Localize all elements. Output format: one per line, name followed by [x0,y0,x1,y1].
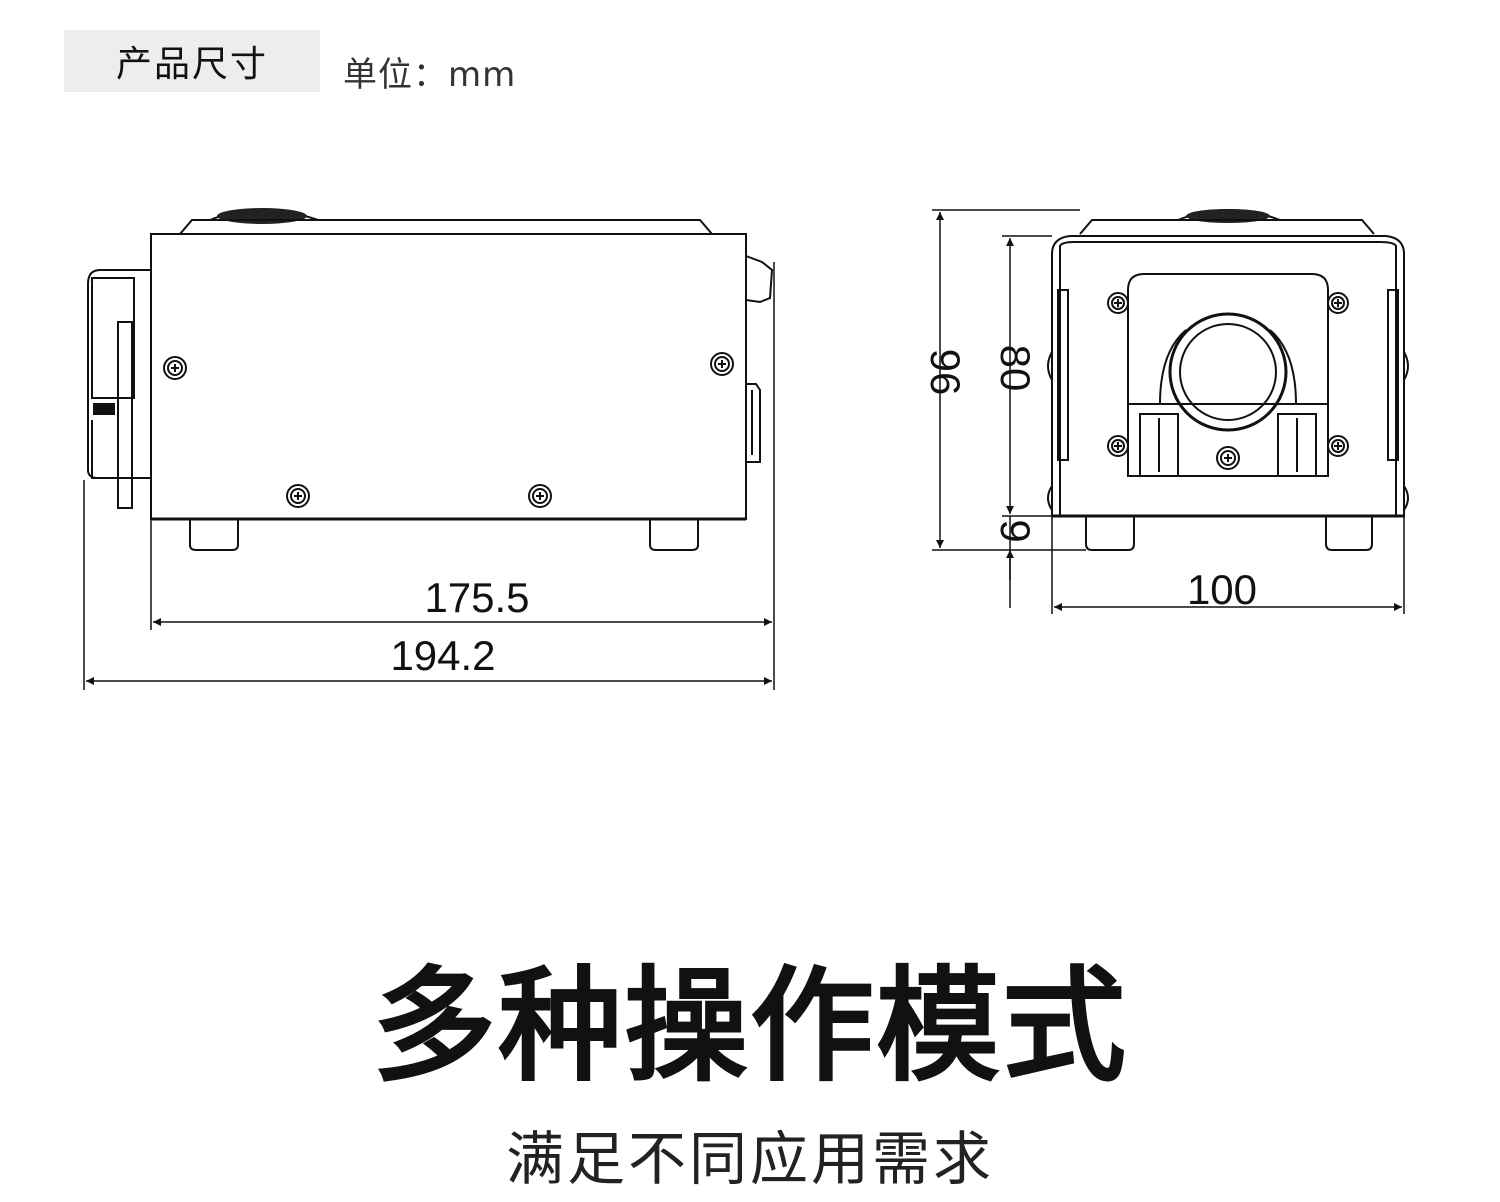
subline: 满足不同应用需求 [505,1125,994,1193]
front-foot-left [1085,516,1135,551]
side-screw [710,352,734,376]
front-body [1051,235,1405,517]
dim-175-5: 175.5 [424,574,529,621]
section-tag: 产品尺寸 [64,30,320,92]
side-switch [745,255,774,304]
dim-194-2: 194.2 [390,632,495,679]
dim-9: 9 [992,519,1039,542]
front-view [1047,209,1409,551]
side-view [87,208,774,551]
side-dimensions [83,262,775,690]
side-body [150,233,747,520]
front-top-plate [1079,219,1375,235]
front-screw [1216,446,1240,470]
side-foot-left [189,519,239,551]
front-screw [1327,292,1349,314]
front-pump-head [1127,273,1329,477]
front-roller-outer [1168,312,1288,432]
front-screw [1107,435,1129,457]
dimension-drawing: 175.5 194.2 96 80 9 100 [83,208,1409,690]
side-screw [286,484,310,508]
front-screw [1327,435,1349,457]
side-screw [163,356,187,380]
front-dimensions [932,209,1405,614]
headline: 多种操作模式 [371,955,1128,1099]
front-foot-right [1325,516,1373,551]
side-foot-right [649,519,699,551]
unit-label: 单位：mm [343,55,517,95]
side-top-plate [179,219,713,235]
dim-96: 96 [922,349,969,396]
side-pump-head [87,269,151,479]
front-screw [1107,292,1129,314]
front-roller-inner [1179,323,1277,421]
dim-100: 100 [1187,566,1257,613]
side-screw [528,484,552,508]
dim-80: 80 [992,345,1039,392]
